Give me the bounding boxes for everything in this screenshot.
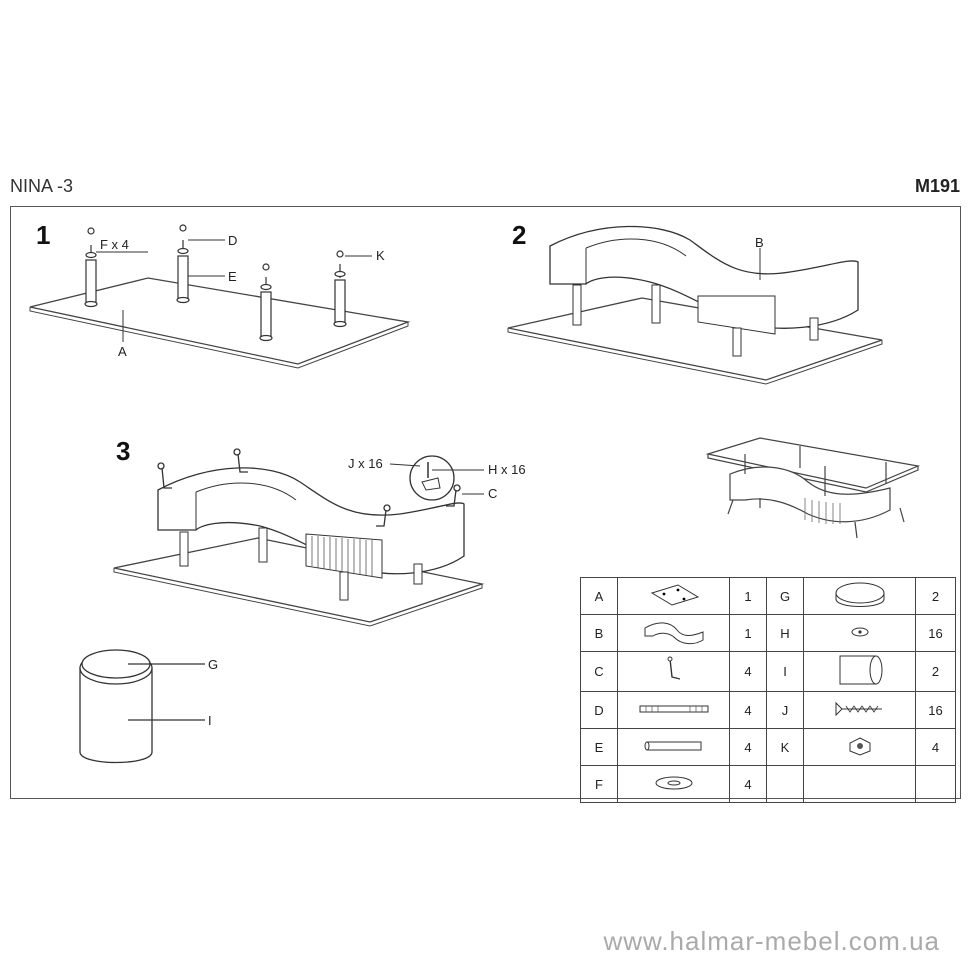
step-1-number: 1 — [36, 220, 50, 250]
empty-cell — [803, 765, 916, 803]
part-qty: 1 — [729, 614, 767, 652]
part-qty: 4 — [729, 728, 767, 766]
label-f-x4: F x 4 — [100, 237, 129, 252]
step-3-number: 3 — [116, 436, 130, 466]
part-letter: B — [580, 614, 618, 652]
washer-large-icon — [617, 765, 730, 803]
part-qty: 2 — [915, 577, 956, 615]
step-2-number: 2 — [512, 220, 526, 250]
part-qty: 1 — [729, 577, 767, 615]
label-g: G — [208, 657, 218, 672]
nut-icon — [803, 728, 916, 766]
part-letter: F — [580, 765, 618, 803]
glass-holders — [157, 448, 461, 527]
part-letter: A — [580, 577, 618, 615]
part-qty: 4 — [915, 728, 956, 766]
part-letter: I — [766, 651, 804, 692]
stool — [79, 649, 205, 764]
part-letter: E — [580, 728, 618, 766]
part-letter: D — [580, 691, 618, 729]
label-e: E — [228, 269, 237, 284]
label-d: D — [228, 233, 237, 248]
drawer-panel — [697, 295, 776, 335]
leg-1 — [84, 227, 98, 308]
part-qty: 16 — [915, 614, 956, 652]
label-j-x16: J x 16 — [348, 456, 383, 471]
slatted-drawer — [305, 533, 383, 579]
step-1: 1 F x 4 D E K — [29, 220, 411, 369]
label-k: K — [376, 248, 385, 263]
part-letter: K — [766, 728, 804, 766]
glass-holder-icon — [617, 651, 730, 692]
part-qty: 16 — [915, 691, 956, 729]
screw-icon — [803, 691, 916, 729]
part-letter: H — [766, 614, 804, 652]
stool-body-icon — [803, 651, 916, 692]
s-frame-step3 — [157, 467, 465, 575]
step-3: 3 J x 16 — [113, 436, 526, 627]
part-letter: G — [766, 577, 804, 615]
part-qty — [915, 765, 956, 803]
label-a: A — [118, 344, 127, 359]
label-b: B — [755, 235, 764, 250]
label-c: C — [488, 486, 497, 501]
leg-4 — [333, 250, 347, 328]
part-qty: 4 — [729, 765, 767, 803]
part-letter: C — [580, 651, 618, 692]
part-letter — [766, 765, 804, 803]
glass-top-icon — [617, 577, 730, 615]
label-i: I — [208, 713, 212, 728]
part-qty: 4 — [729, 691, 767, 729]
step-2: 2 B — [507, 220, 883, 385]
leg-tube-icon — [617, 728, 730, 766]
finished-table — [705, 437, 921, 539]
threaded-rod-icon — [617, 691, 730, 729]
model-code: M191 — [914, 176, 960, 196]
detail-zoom-circle — [409, 455, 455, 501]
instruction-frame — [10, 206, 961, 799]
website-footer: www.halmar-mebel.com.ua — [603, 926, 940, 956]
part-letter: J — [766, 691, 804, 729]
leg-2 — [176, 224, 190, 304]
model-name: NINA -3 — [10, 176, 74, 196]
leg-3 — [259, 263, 273, 342]
s-frame-icon — [617, 614, 730, 652]
s-frame-b — [549, 225, 859, 329]
label-h-x16: H x 16 — [488, 462, 526, 477]
part-qty: 2 — [915, 651, 956, 692]
part-qty: 4 — [729, 651, 767, 692]
washer-small-icon — [803, 614, 916, 652]
cushion-disc-icon — [803, 577, 916, 615]
